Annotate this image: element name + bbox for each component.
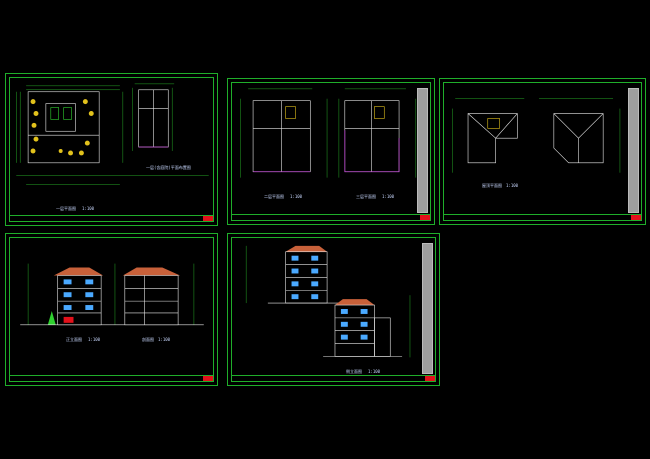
sheet-site-plan[interactable]: 一层平面图 1:100 一层(含庭院)平面布置图 <box>5 73 218 226</box>
caption-ground-floor: 一层平面图 <box>56 206 76 211</box>
sheet-stamp-red <box>420 215 430 220</box>
title-block <box>9 215 214 222</box>
caption-roof-scale: 1:100 <box>506 183 519 188</box>
caption-side-scale: 1:100 <box>368 369 381 374</box>
caption-front-elevation: 正立面图 <box>66 337 82 342</box>
sheet-inner-border <box>231 237 436 382</box>
sheet-roof-plans[interactable]: 屋顶平面图 1:100 <box>439 78 646 225</box>
sheet-inner-border <box>443 82 642 221</box>
title-block <box>231 375 436 382</box>
caption-side-elevation: 侧立面图 <box>346 369 362 374</box>
caption-section-scale: 1:100 <box>158 337 171 342</box>
floor-plans-drawing <box>240 88 417 178</box>
caption-front-scale: 1:100 <box>88 337 101 342</box>
sheet-stamp-red <box>203 376 213 381</box>
sheet-inner-border <box>231 82 431 221</box>
roof-plans-drawing <box>452 98 621 173</box>
caption-roof-plan: 屋顶平面图 <box>482 183 502 188</box>
caption-third-floor: 三层平面图 <box>356 194 376 199</box>
sheet-inner-border <box>9 77 214 222</box>
sheet-sidebar <box>417 88 428 213</box>
sheet-inner-border <box>9 237 214 382</box>
caption-section: 剖面图 <box>142 337 154 342</box>
title-block <box>443 214 642 221</box>
sheet-sidebar <box>422 243 433 374</box>
side-elevations-drawing <box>245 245 411 358</box>
sheet-stamp-red <box>631 215 641 220</box>
sheet-floor-plans[interactable]: 二层平面图 1:100 三层平面图 1:100 <box>227 78 435 225</box>
caption-site-layout: 一层(含庭院)平面布置图 <box>146 165 191 170</box>
sheet-sidebar <box>628 88 639 213</box>
title-block <box>231 214 431 221</box>
sheet-stamp-red <box>203 216 213 221</box>
title-block <box>9 375 214 382</box>
caption-ground-scale: 1:100 <box>82 206 95 211</box>
sheet-elevations[interactable]: 正立面图 1:100 剖面图 1:100 <box>5 233 218 386</box>
caption-second-floor: 二层平面图 <box>264 194 284 199</box>
caption-third-scale: 1:100 <box>382 194 395 199</box>
site-plan-drawing <box>16 83 209 185</box>
sheet-stamp-red <box>425 376 435 381</box>
sheet-side-elevations[interactable]: 侧立面图 1:100 <box>227 233 440 386</box>
caption-second-scale: 1:100 <box>290 194 303 199</box>
elevations-drawing <box>20 263 204 326</box>
